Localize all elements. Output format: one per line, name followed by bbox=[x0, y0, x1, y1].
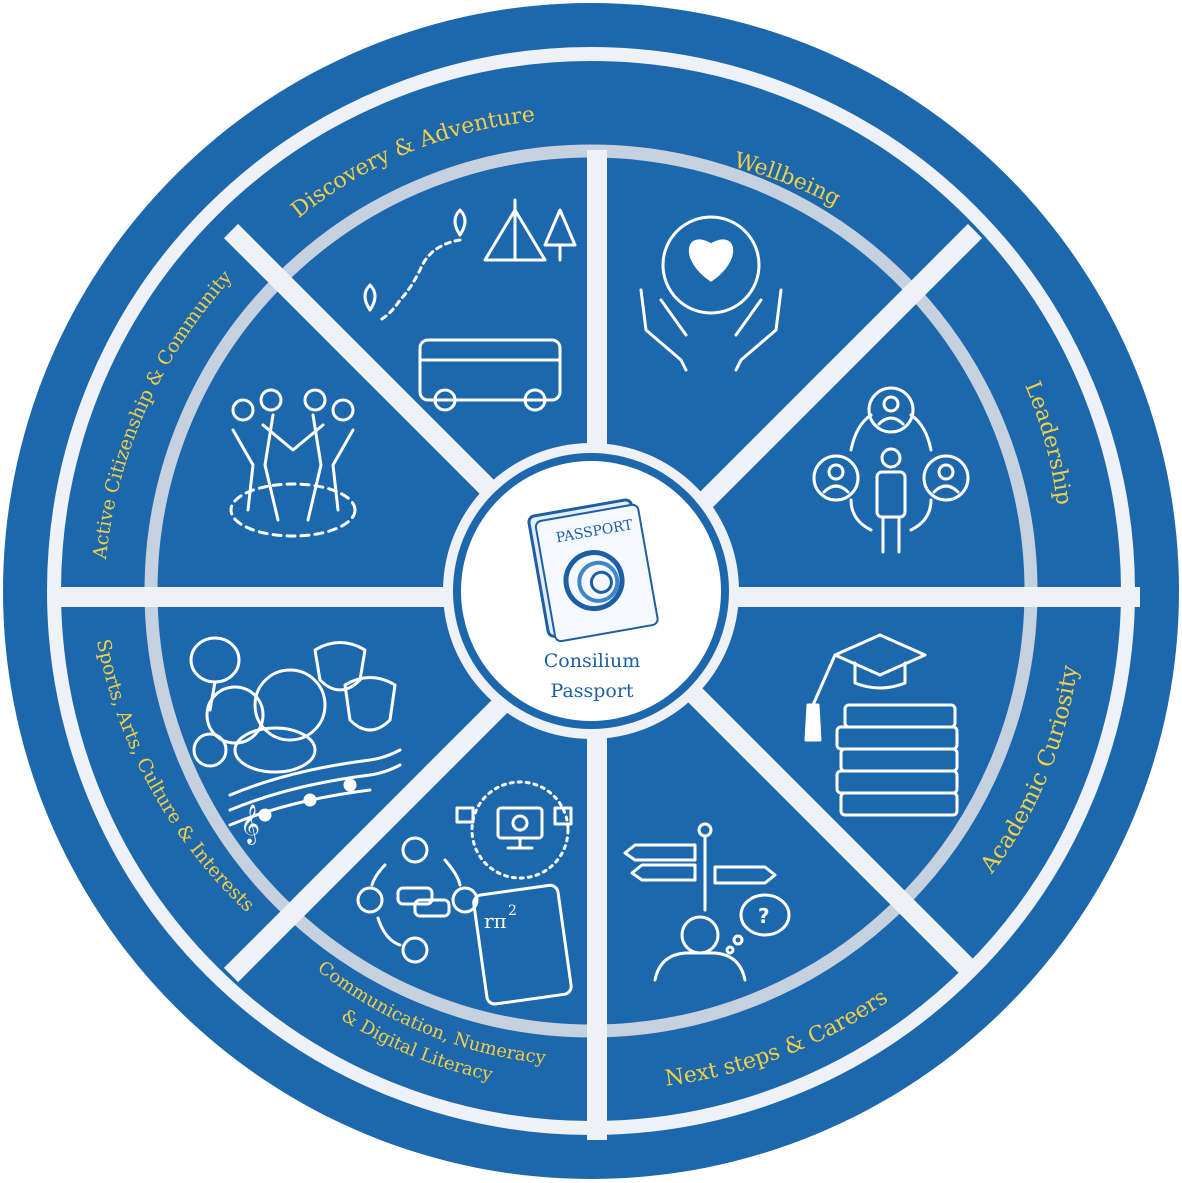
sports-theatre-music-icon: 𝄞 bbox=[189, 636, 402, 845]
signpost-thinking-icon: ? bbox=[623, 822, 791, 982]
svg-text:2: 2 bbox=[508, 903, 517, 919]
svg-text:rπ: rπ bbox=[484, 909, 507, 933]
communication-calculator-icon: rπ 2 bbox=[356, 780, 573, 1006]
svg-text:?: ? bbox=[758, 904, 770, 928]
passport-icon: PASSPORT bbox=[527, 498, 659, 643]
heart-in-hands-icon bbox=[639, 215, 783, 372]
center-title-line2: Passport bbox=[550, 680, 633, 702]
community-group-icon bbox=[229, 388, 357, 538]
svg-text:𝄞: 𝄞 bbox=[240, 804, 260, 845]
graduation-books-icon bbox=[804, 633, 959, 817]
adventure-bus-tent-icon bbox=[363, 198, 577, 412]
people-network-icon bbox=[812, 386, 970, 554]
center-title-line1: Consilium bbox=[544, 650, 640, 672]
